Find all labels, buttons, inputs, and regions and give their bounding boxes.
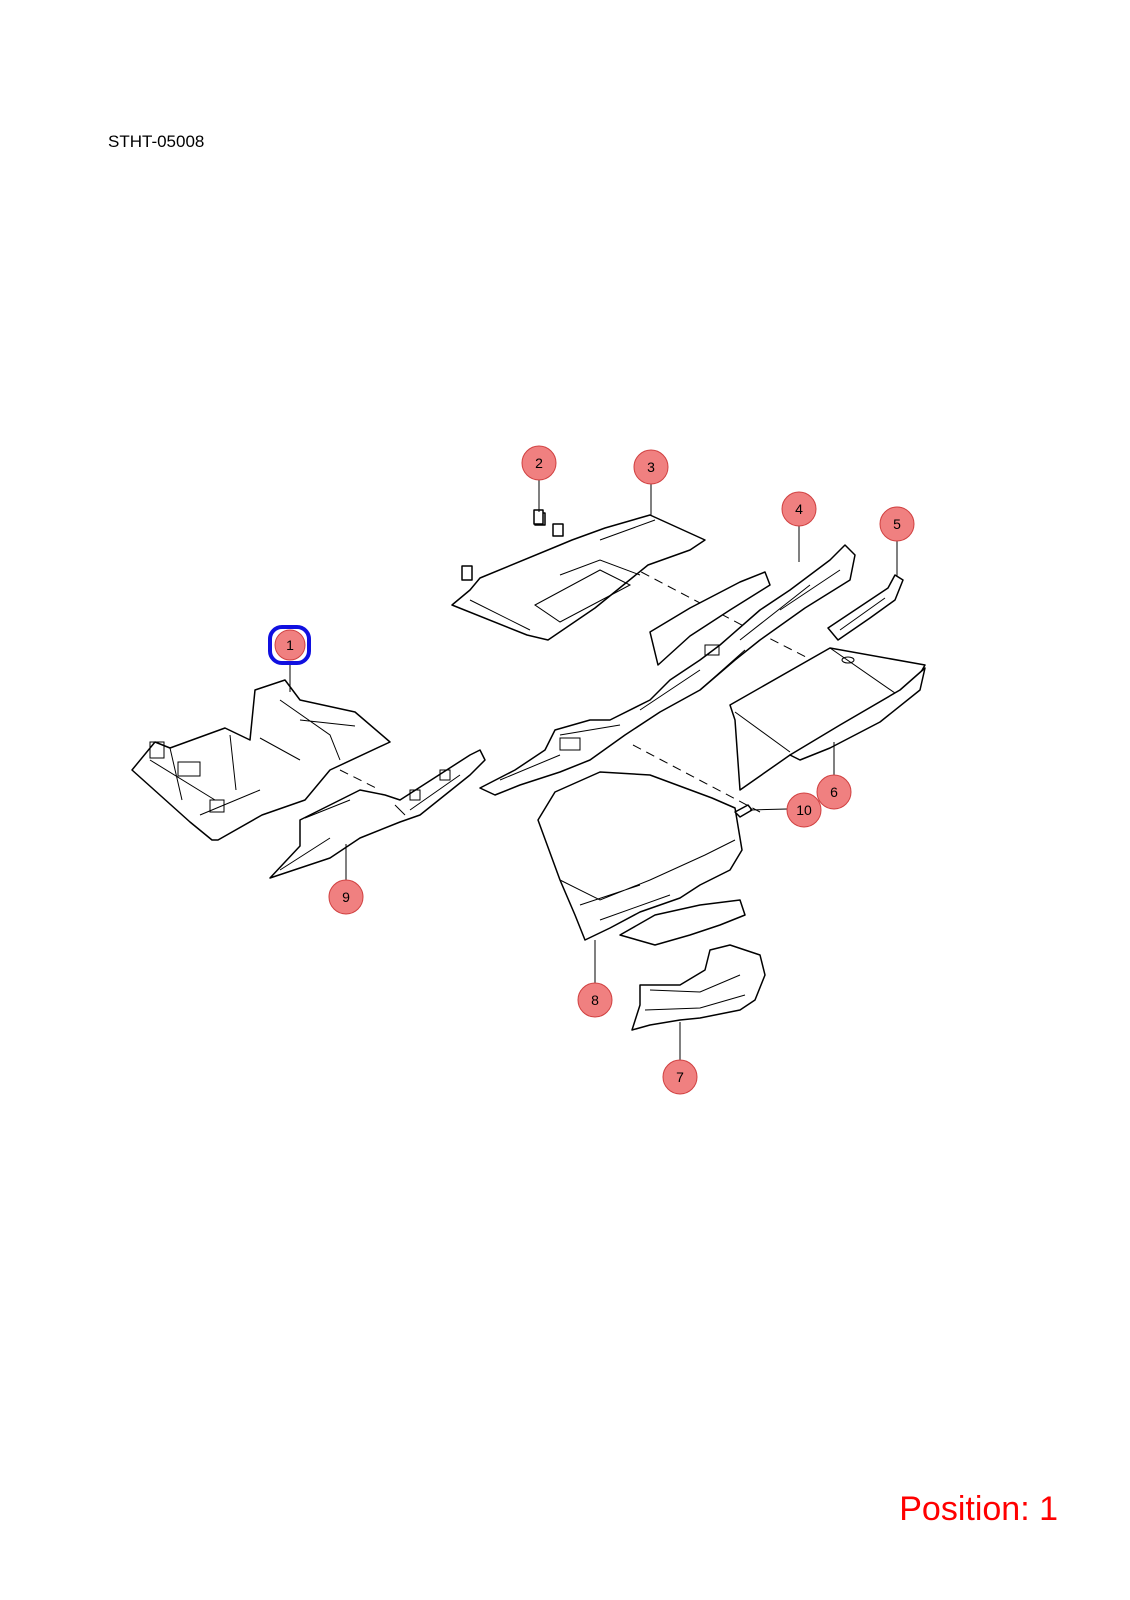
callout-1-selection-ring <box>268 625 311 665</box>
callout-3-circle <box>633 449 669 485</box>
part-9-lower-trim <box>269 749 486 879</box>
part-8-cluster-hood <box>537 771 746 946</box>
callout-6-label: 6 <box>830 784 838 800</box>
callout-1-label: 1 <box>286 637 294 653</box>
callout-6-circle <box>816 774 852 810</box>
callout-7-circle <box>662 1059 698 1095</box>
part-4-cross-beam <box>479 544 856 796</box>
part-6-glove-box <box>729 647 926 791</box>
callout-10[interactable]: 10 <box>786 792 822 828</box>
callout-2-circle <box>521 445 557 481</box>
callout-2-label: 2 <box>535 455 543 471</box>
callout-8[interactable]: 8 <box>577 982 613 1018</box>
position-label: Position: 1 <box>899 1490 1058 1528</box>
callout-9-label: 9 <box>342 889 350 905</box>
part-5-side-trim <box>827 574 904 641</box>
callout-5-label: 5 <box>893 516 901 532</box>
callout-4-label: 4 <box>795 501 803 517</box>
callout-10-circle <box>786 792 822 828</box>
callouts: 1 2 3 4 5 6 7 8 <box>268 445 915 1095</box>
callout-7-label: 7 <box>676 1069 684 1085</box>
callout-9-circle <box>328 879 364 915</box>
leader-lines <box>289 479 898 1060</box>
callout-10-label: 10 <box>796 802 812 818</box>
callout-3-label: 3 <box>647 459 655 475</box>
callout-1[interactable]: 1 <box>268 625 311 665</box>
part-7-column-shroud <box>631 944 766 1031</box>
part-2-pin <box>533 509 544 525</box>
callout-4[interactable]: 4 <box>781 491 817 527</box>
callout-9[interactable]: 9 <box>328 879 364 915</box>
callout-4-circle <box>781 491 817 527</box>
document-code: STHT-05008 <box>108 132 205 151</box>
part-1-lower-panel <box>131 679 391 841</box>
callout-8-label: 8 <box>591 992 599 1008</box>
part-3-upper-panel <box>451 512 706 641</box>
callout-8-circle <box>577 982 613 1018</box>
callout-1-circle <box>274 629 306 661</box>
callout-3[interactable]: 3 <box>633 449 669 485</box>
callout-5-circle <box>879 506 915 542</box>
callout-5[interactable]: 5 <box>879 506 915 542</box>
callout-6[interactable]: 6 <box>816 774 852 810</box>
callout-7[interactable]: 7 <box>662 1059 698 1095</box>
callout-2[interactable]: 2 <box>521 445 557 481</box>
part-10-clip <box>734 804 753 818</box>
